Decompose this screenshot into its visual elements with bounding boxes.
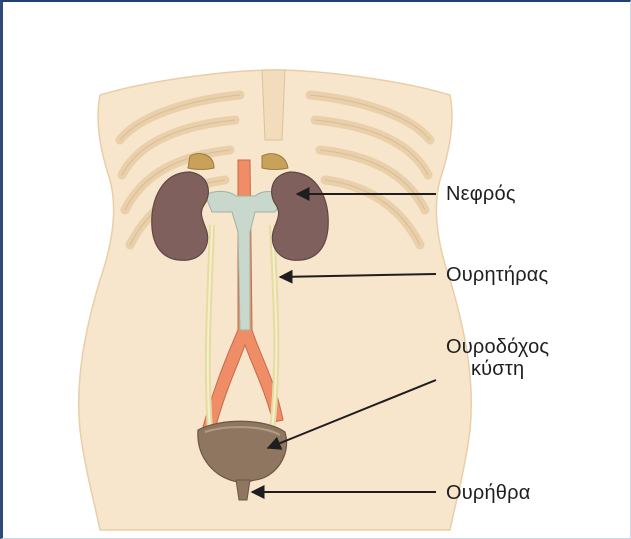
sternum (262, 70, 285, 140)
bladder-label-line-1: Ουροδόχος (446, 336, 549, 358)
bladder-label: Ουροδόχος κύστη (446, 336, 549, 380)
urethra (236, 480, 250, 500)
kidney-label: Νεφρός (446, 182, 516, 206)
ureter-label: Ουρητήρας (446, 263, 548, 287)
bladder-label-line-2: κύστη (446, 358, 549, 380)
urethra-label: Ουρήθρα (446, 481, 530, 505)
